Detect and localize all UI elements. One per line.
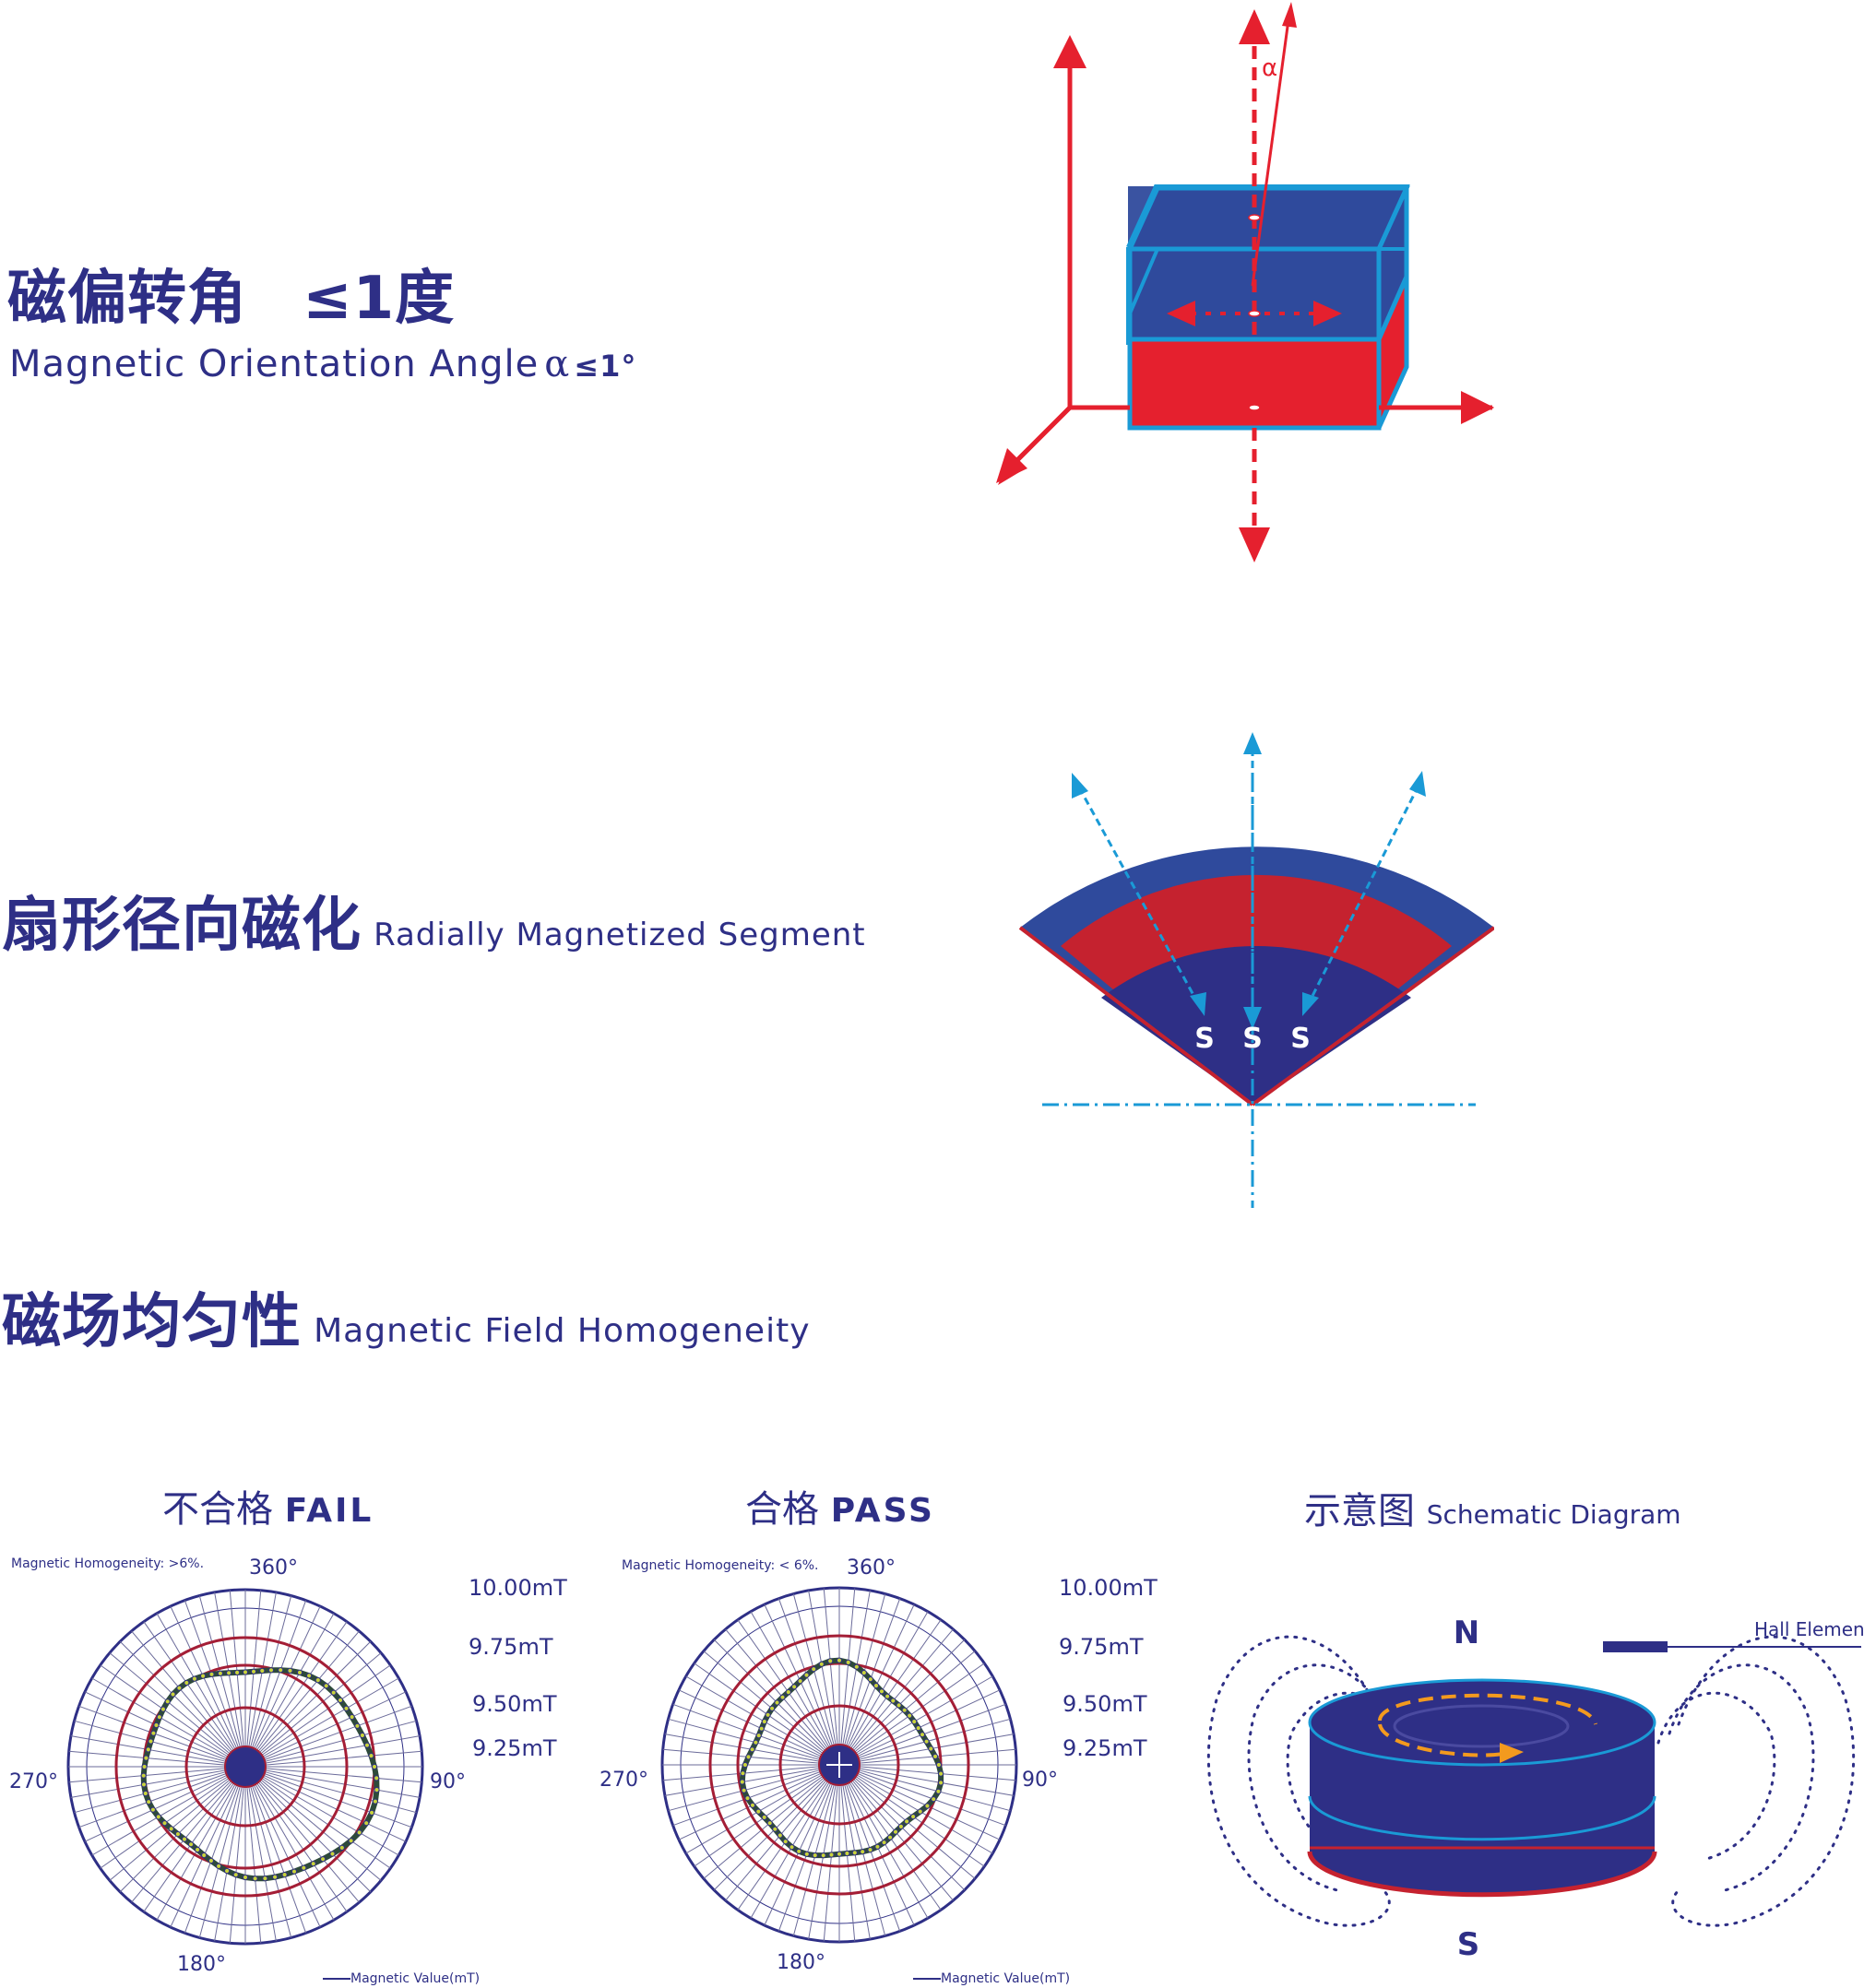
fail-legend: Magnetic Value(mT) [323, 1971, 480, 1986]
fail-polar-chart [66, 1588, 424, 1946]
inner-core [1101, 946, 1411, 1105]
hall-element-label: Hall Element [1754, 1618, 1863, 1640]
segment-title-cn: 扇形径向磁化 [2, 892, 362, 960]
fail-angle-left: 270° [9, 1770, 58, 1793]
level-ring [778, 1704, 900, 1826]
homogeneity-title-cn: 磁场均匀性 [2, 1288, 302, 1356]
hall-element [1603, 1641, 1861, 1652]
segment-diagram: S S S [1018, 732, 1494, 1208]
pass-legend: Magnetic Value(mT) [913, 1971, 1070, 1986]
fail-angle-bottom: 180° [177, 1953, 226, 1976]
level-ring [708, 1634, 970, 1896]
fail-angle-top: 360° [249, 1556, 298, 1580]
pass-note: Magnetic Homogeneity: < 6%. [622, 1558, 819, 1573]
pass-legend-label: Magnetic Value(mT) [941, 1971, 1071, 1986]
fail-level-1: 10.00mT [469, 1575, 567, 1601]
center-hub [224, 1745, 267, 1788]
schematic-title-cn: 示意图 [1304, 1490, 1415, 1532]
level-ring [184, 1706, 306, 1828]
axes [996, 35, 1494, 483]
schematic-diagram: Hall Element N S [1206, 1615, 1863, 1963]
pole-label-center: S [1242, 1023, 1263, 1055]
fail-title-en: FAIL [284, 1492, 374, 1530]
schematic-title: 示意图 Schematic Diagram [1304, 1481, 1681, 1534]
orientation-title-cn: 磁偏转角 [7, 265, 247, 333]
fail-note: Magnetic Homogeneity: >6%. [11, 1556, 205, 1571]
pass-angle-left: 270° [600, 1769, 648, 1792]
homogeneity-title: 磁场均匀性 Magnetic Field Homogeneity [2, 1274, 811, 1359]
field-arrows [1072, 732, 1426, 1029]
segment-title: 扇形径向磁化 Radially Magnetized Segment [2, 878, 866, 963]
segment-title-en: Radially Magnetized Segment [374, 917, 866, 953]
fail-legend-label: Magnetic Value(mT) [350, 1971, 481, 1986]
pass-angle-bottom: 180° [777, 1951, 825, 1974]
south-pole-label: S [1457, 1926, 1480, 1963]
pass-angle-top: 360° [847, 1556, 896, 1580]
pass-angle-right: 90° [1022, 1769, 1058, 1792]
fail-title-cn: 不合格 [162, 1488, 273, 1531]
orientation-title: 磁偏转角 ≤1度 [7, 251, 455, 336]
orientation-subtitle-value: ≤1° [574, 349, 637, 384]
pole-label-left: S [1194, 1023, 1215, 1055]
orientation-title-value: ≤1度 [303, 265, 456, 333]
magnetization-axis [1167, 2, 1342, 562]
schematic-title-en: Schematic Diagram [1426, 1499, 1681, 1530]
pole-label-right: S [1290, 1023, 1311, 1055]
fail-level-3: 9.50mT [472, 1691, 557, 1717]
pass-title-en: PASS [830, 1492, 935, 1530]
pass-polar-chart [660, 1586, 1018, 1944]
pass-level-2: 9.75mT [1059, 1634, 1144, 1660]
pass-level-3: 9.50mT [1063, 1691, 1147, 1717]
fail-angle-right: 90° [430, 1770, 466, 1793]
homogeneity-title-en: Magnetic Field Homogeneity [314, 1312, 811, 1350]
fail-level-2: 9.75mT [469, 1634, 553, 1660]
alpha-symbol: α [544, 343, 571, 385]
pass-chart-title: 合格 PASS [745, 1479, 935, 1532]
fail-chart-title: 不合格 FAIL [162, 1479, 374, 1532]
ring-magnet [1307, 1678, 1657, 1898]
pass-level-4: 9.25mT [1063, 1735, 1147, 1761]
north-pole-label: N [1454, 1615, 1479, 1651]
pass-level-1: 10.00mT [1059, 1575, 1158, 1601]
pass-title-cn: 合格 [745, 1488, 819, 1531]
orientation-subtitle-en: Magnetic Orientation Angle [9, 343, 540, 385]
alpha-label: α [1262, 54, 1277, 82]
fail-level-4: 9.25mT [472, 1735, 557, 1761]
orientation-cube: α [996, 2, 1494, 562]
